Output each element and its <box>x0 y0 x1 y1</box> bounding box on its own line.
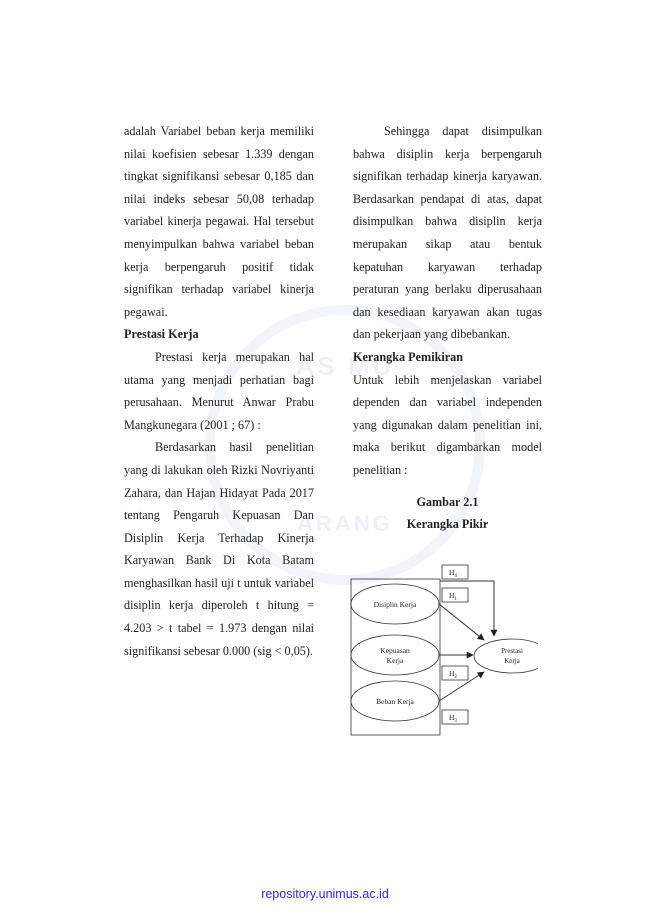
label-box-h4 <box>441 564 469 580</box>
figure-subtitle: Kerangka Pikir <box>406 517 489 532</box>
repository-url[interactable]: repository.unimus.ac.id <box>261 887 389 901</box>
label-box-h1 <box>441 587 469 603</box>
label-h3: H3 <box>449 713 457 724</box>
left-paragraph-1: adalah Variabel beban kerja memiliki nil… <box>124 124 314 319</box>
node-prestasi-kerja-label-2: Kerja <box>504 657 520 665</box>
figure-title: Gambar 2.1 <box>416 494 479 509</box>
left-paragraph-2: Prestasi kerja merupakan hal utama yang … <box>124 349 314 432</box>
node-kepuasan-kerja <box>350 634 440 676</box>
node-disiplin-kerja-label: Disiplin Kerja <box>374 600 417 609</box>
arrow-h4-simultaneous <box>440 580 498 637</box>
node-kepuasan-kerja-label-1: Kepuasan <box>380 646 410 655</box>
label-h2: H2 <box>449 669 457 680</box>
section-heading-prestasi-kerja: Prestasi Kerja <box>124 327 199 342</box>
label-h1: H1 <box>449 591 457 602</box>
right-paragraph-1: Sehingga dapat disimpulkan bahwa disipli… <box>353 124 542 342</box>
framework-diagram: Disiplin Kerja Kepuasan Kerja Beban Kerj… <box>350 564 538 736</box>
right-column: Sehingga dapat disimpulkan bahwa disipli… <box>353 120 542 536</box>
left-paragraph-3: Berdasarkan hasil penelitian yang di lak… <box>124 440 314 658</box>
node-prestasi-kerja-label-1: Prestasi <box>501 647 523 655</box>
node-beban-kerja-label: Beban Kerja <box>376 697 414 706</box>
arrow-h1 <box>438 603 485 641</box>
node-kepuasan-kerja-label-2: Kerja <box>387 656 404 665</box>
left-column: adalah Variabel beban kerja memiliki nil… <box>124 120 314 662</box>
right-paragraph-2: Untuk lebih menjelaskan variabel depende… <box>353 372 542 477</box>
label-h4: H4 <box>449 568 457 579</box>
label-box-h2 <box>441 665 469 681</box>
arrow-h3 <box>438 671 485 702</box>
label-box-h3 <box>441 709 469 725</box>
section-heading-kerangka-pemikiran: Kerangka Pemikiran <box>353 349 464 364</box>
node-prestasi-kerja <box>473 638 538 674</box>
